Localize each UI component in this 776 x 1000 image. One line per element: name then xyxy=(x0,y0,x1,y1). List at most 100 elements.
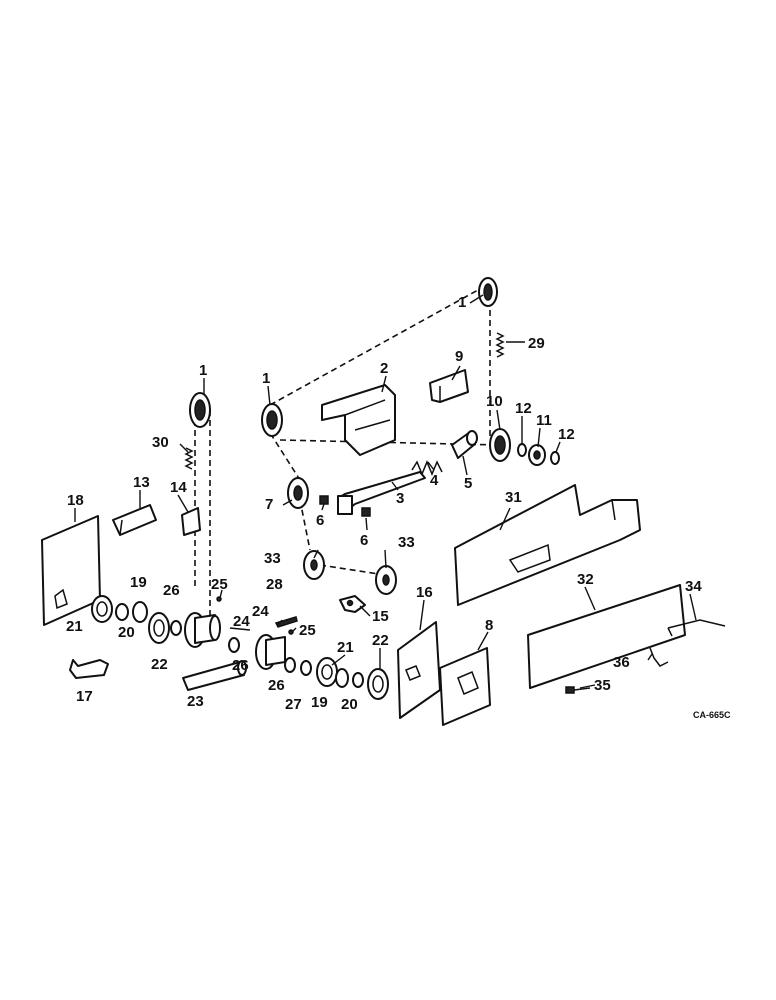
callout-1: 1 xyxy=(458,294,466,311)
sprocket-33a xyxy=(303,550,325,580)
callout-31: 31 xyxy=(505,489,522,506)
sprocket-top-right xyxy=(478,277,498,307)
bearing-19-left xyxy=(132,601,148,623)
washer-27 xyxy=(300,660,312,676)
sprocket-10 xyxy=(489,428,511,462)
callout-33: 33 xyxy=(398,534,415,551)
washer-12a xyxy=(517,443,527,457)
callout-26: 26 xyxy=(232,657,249,674)
bolt-6b xyxy=(361,507,371,517)
callout-25: 25 xyxy=(299,622,316,639)
bracket-9 xyxy=(429,369,469,403)
callout-8: 8 xyxy=(485,617,493,634)
callout-26: 26 xyxy=(268,677,285,694)
bearing-11 xyxy=(528,444,546,466)
callout-17: 17 xyxy=(76,688,93,705)
callout-35: 35 xyxy=(594,677,611,694)
callout-12: 12 xyxy=(515,400,532,417)
callout-2: 2 xyxy=(380,360,388,377)
callout-20: 20 xyxy=(118,624,135,641)
washer-26-left xyxy=(170,620,182,636)
spring-29 xyxy=(495,332,505,358)
shaft-23 xyxy=(182,660,247,691)
callout-27: 27 xyxy=(285,696,302,713)
bolt-35 xyxy=(565,686,591,694)
cam-15 xyxy=(339,595,366,613)
callout-22: 22 xyxy=(372,632,389,649)
plate-16 xyxy=(397,621,441,719)
bracket-2 xyxy=(321,384,396,456)
callout-1: 1 xyxy=(262,370,270,387)
callout-24: 24 xyxy=(252,603,269,620)
callout-29: 29 xyxy=(528,335,545,352)
shield-31 xyxy=(454,484,641,606)
sprocket-7 xyxy=(287,477,309,509)
bracket-17 xyxy=(69,659,109,679)
callout-28: 28 xyxy=(266,576,283,593)
callout-16: 16 xyxy=(416,584,433,601)
callout-3: 3 xyxy=(396,490,404,507)
spring-30 xyxy=(184,447,194,470)
sprocket-left xyxy=(189,392,211,428)
washer-26-mid xyxy=(228,637,240,653)
callout-5: 5 xyxy=(464,475,472,492)
callout-14: 14 xyxy=(170,479,187,496)
callout-19: 19 xyxy=(130,574,147,591)
callout-34: 34 xyxy=(685,578,702,595)
callout-33: 33 xyxy=(264,550,281,567)
callout-10: 10 xyxy=(486,393,503,410)
bolt-6a xyxy=(319,495,329,505)
callout-1: 1 xyxy=(199,362,207,379)
tube-5 xyxy=(451,430,478,459)
flange-21-left xyxy=(91,595,113,623)
collar-20-right xyxy=(352,672,364,688)
callout-6: 6 xyxy=(316,512,324,529)
sprocket-middle xyxy=(261,403,283,437)
key-28 xyxy=(274,616,298,628)
shield-32 xyxy=(527,584,686,689)
callout-25: 25 xyxy=(211,576,228,593)
flange-22-right xyxy=(367,668,389,700)
sprocket-33b xyxy=(375,565,397,595)
callout-15: 15 xyxy=(372,608,389,625)
flange-22-left xyxy=(148,612,170,644)
callout-7: 7 xyxy=(265,496,273,513)
callout-6: 6 xyxy=(360,532,368,549)
callout-30: 30 xyxy=(152,434,169,451)
callout-9: 9 xyxy=(455,348,463,365)
callout-32: 32 xyxy=(577,571,594,588)
part-callouts: 1 1 1 2 3 4 5 6 6 7 8 9 10 11 12 12 13 1… xyxy=(66,294,702,713)
idler-arm-3 xyxy=(337,471,426,515)
callout-20: 20 xyxy=(341,696,358,713)
callout-12: 12 xyxy=(558,426,575,443)
drive-chain-lines xyxy=(194,284,501,625)
callout-19: 19 xyxy=(311,694,328,711)
drawing-code: CA-665C xyxy=(693,710,731,720)
callout-22: 22 xyxy=(151,656,168,673)
hub-24-right xyxy=(255,634,286,670)
callout-23: 23 xyxy=(187,693,204,710)
callout-26: 26 xyxy=(163,582,180,599)
guide-14 xyxy=(181,507,201,536)
callout-18: 18 xyxy=(67,492,84,509)
bracket-13 xyxy=(112,504,157,536)
bearing-19-right xyxy=(335,668,349,688)
callout-13: 13 xyxy=(133,474,150,491)
washer-26-right xyxy=(284,657,296,673)
flange-21-right xyxy=(316,657,338,687)
callout-36: 36 xyxy=(613,654,630,671)
hub-24-left xyxy=(184,612,221,648)
callout-11: 11 xyxy=(536,412,552,429)
leader-lines xyxy=(74,294,697,689)
clip-36 xyxy=(649,647,669,667)
plate-8 xyxy=(439,647,491,726)
pin-25-right xyxy=(288,629,294,635)
collar-20-left xyxy=(115,603,129,621)
washer-12b xyxy=(550,451,560,465)
callout-24: 24 xyxy=(233,613,250,630)
callout-21: 21 xyxy=(66,618,83,635)
callout-4: 4 xyxy=(430,472,439,489)
spring-4 xyxy=(411,460,443,476)
